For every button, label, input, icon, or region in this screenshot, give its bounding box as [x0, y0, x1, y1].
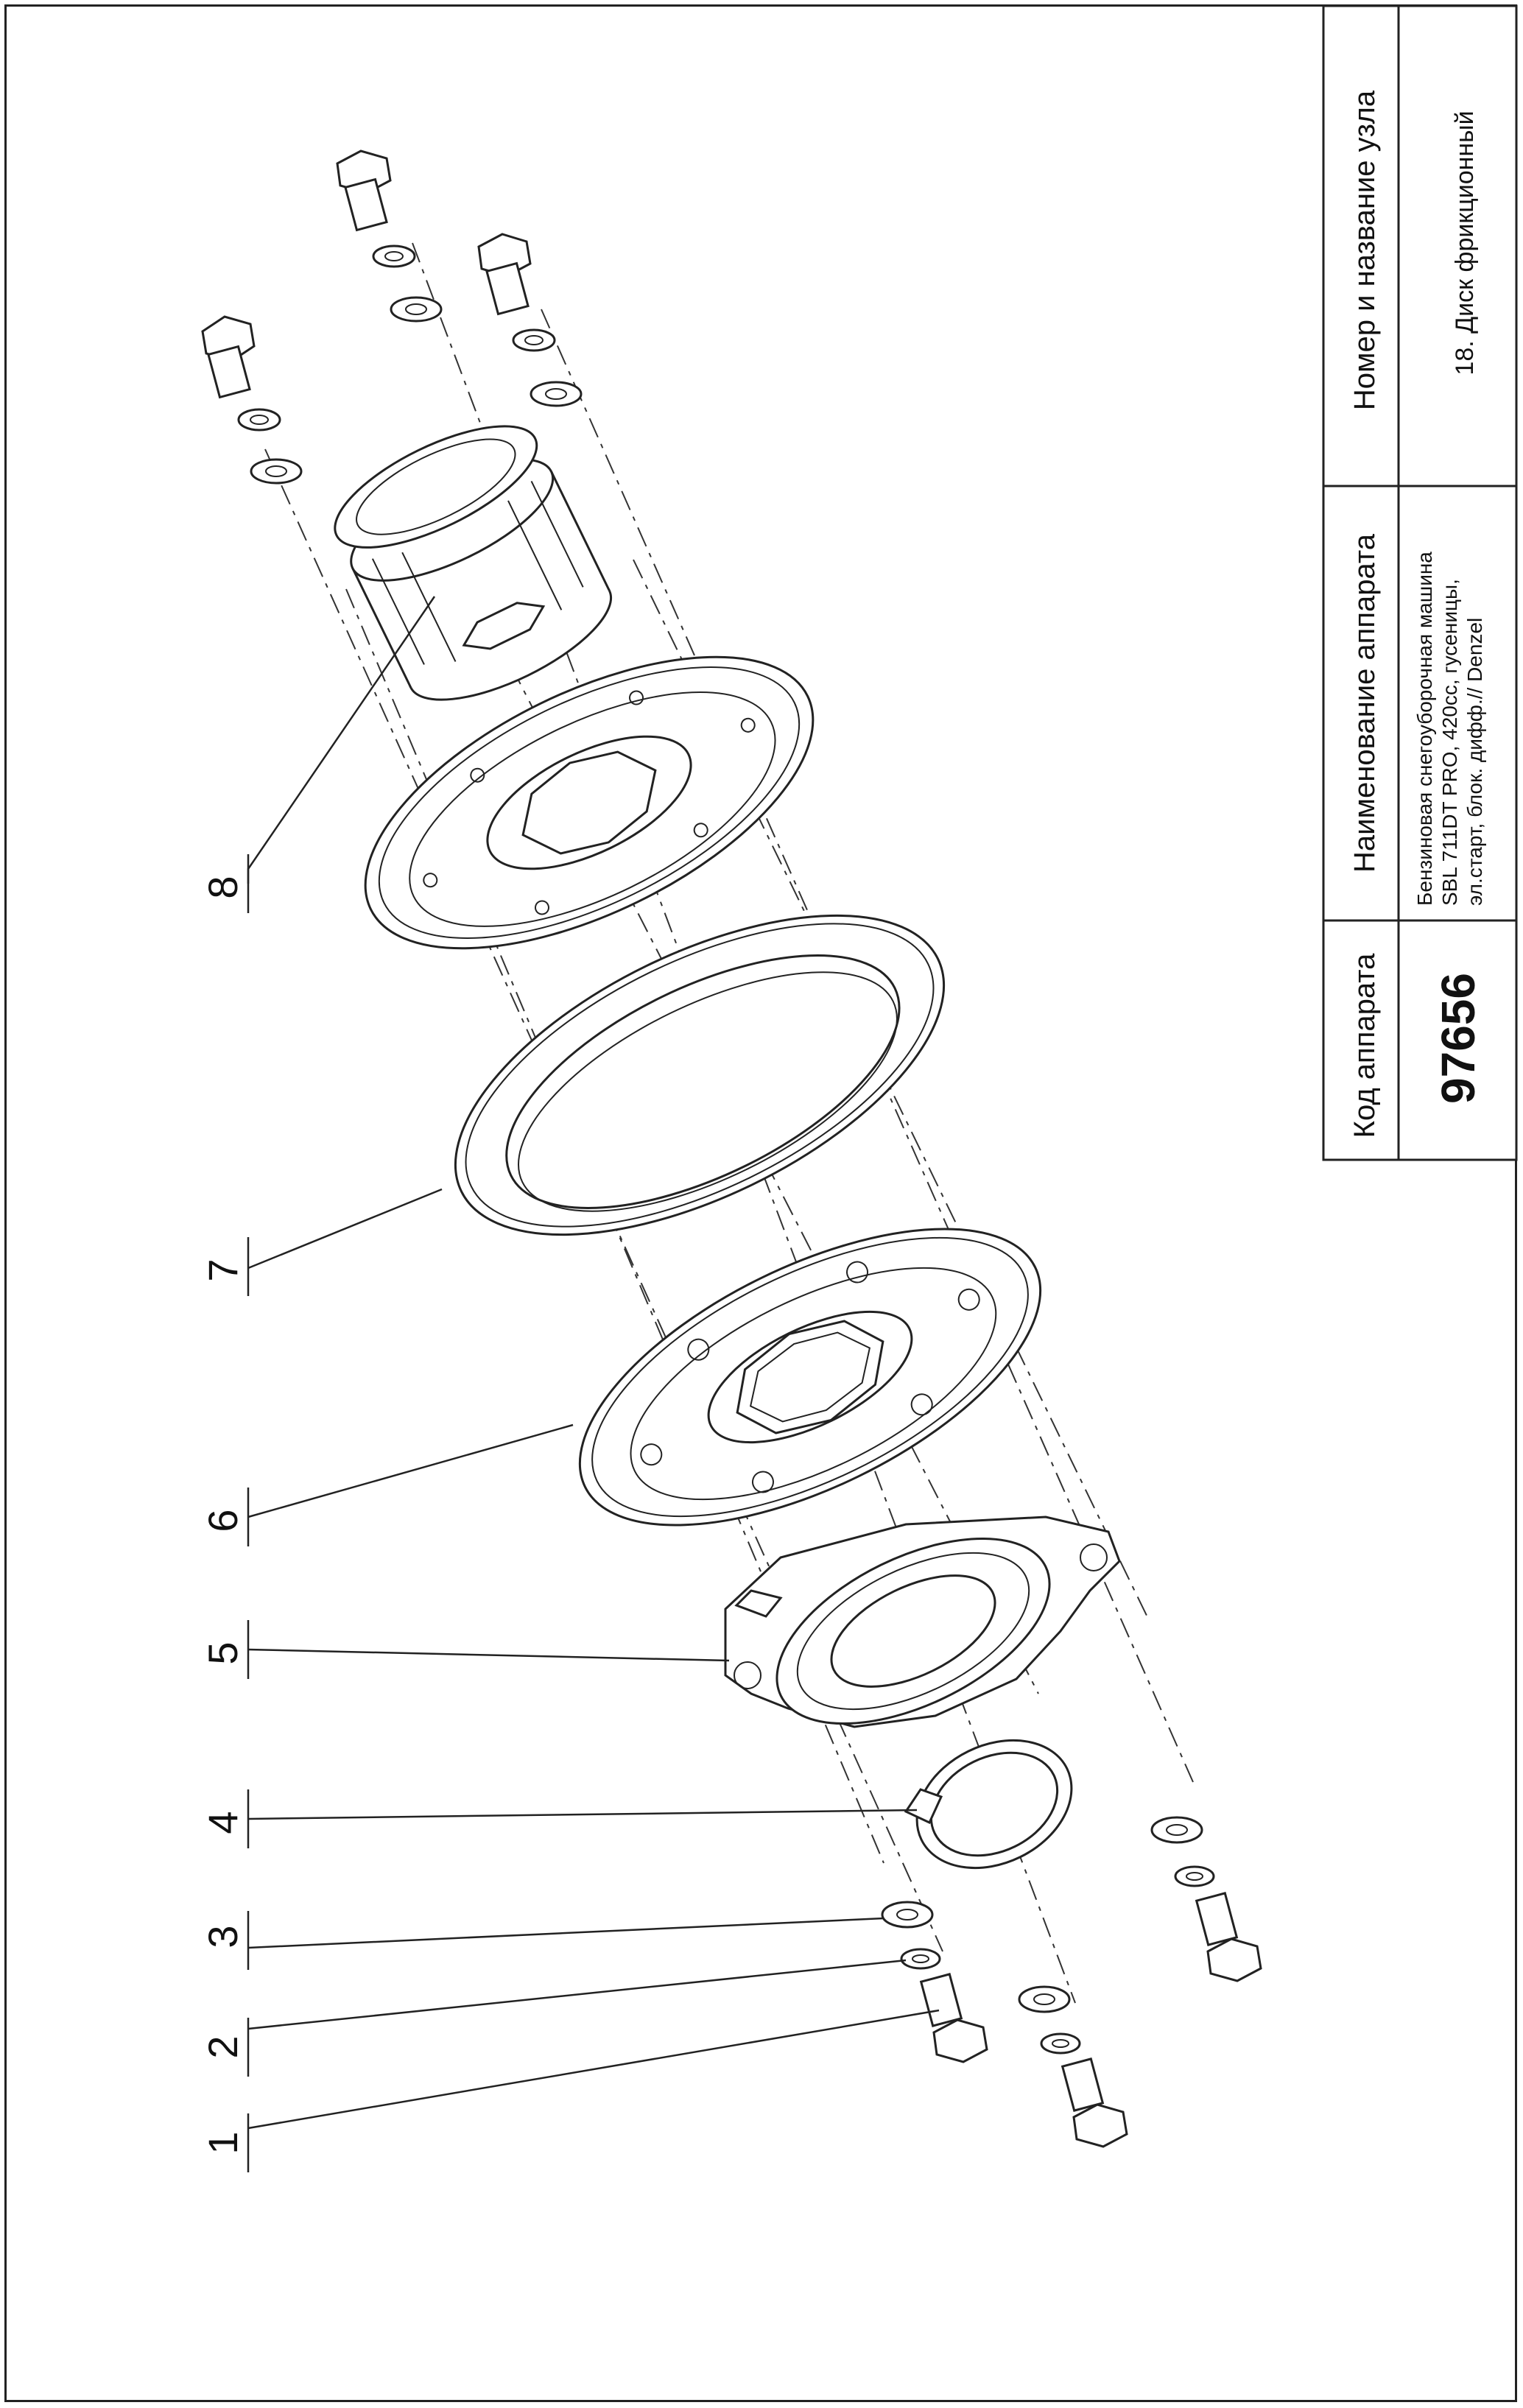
device-header: Наименование аппарата — [1348, 533, 1381, 873]
callout-6: 6 — [200, 1509, 246, 1532]
callout-4: 4 — [200, 1811, 246, 1834]
hub-flange-plate — [364, 655, 815, 950]
hub-bolt-left — [201, 315, 303, 485]
code-header: Код аппарата — [1348, 953, 1381, 1138]
lower-bolt-right — [1150, 1816, 1262, 1982]
callout-7: 7 — [200, 1258, 246, 1281]
callout-8: 8 — [200, 876, 246, 898]
callout-labels: 8 7 6 5 4 3 2 1 — [200, 876, 246, 2154]
callout-3: 3 — [200, 1925, 246, 1948]
unit-header: Номер и название узла — [1348, 90, 1381, 410]
callout-5: 5 — [200, 1641, 246, 1664]
title-block: Код аппарата 97656 Наименование аппарата… — [1322, 4, 1518, 1161]
part-7-friction-ring — [454, 914, 946, 1236]
part-5-bearing-flange — [724, 1515, 1121, 1728]
part-6-drive-plate — [578, 1228, 1042, 1527]
hub-bolt-right — [477, 233, 583, 407]
drawing-frame — [4, 4, 1517, 2402]
unit-name: 18. Диск фрикционный — [1451, 110, 1479, 375]
device-name-line-1: Бензиновая снегоуборочная машина — [1413, 552, 1436, 906]
device-name-line-2: SBL 711DT PRO, 420cc, гусеницы, — [1438, 579, 1461, 906]
code-value: 97656 — [1432, 973, 1485, 1104]
callout-2: 2 — [200, 2035, 246, 2058]
device-name-line-3: эл.старт, блок. дифф.// Denzel — [1463, 618, 1486, 906]
callout-leaders — [247, 596, 940, 2172]
callout-1: 1 — [200, 2131, 246, 2154]
part-8-hub — [201, 149, 815, 950]
lower-bolt-left — [881, 1901, 988, 2063]
hub-bolt-center — [336, 149, 443, 323]
part-4-retaining-ring — [904, 1739, 1073, 1870]
lower-bolt-center — [1018, 1985, 1128, 2148]
